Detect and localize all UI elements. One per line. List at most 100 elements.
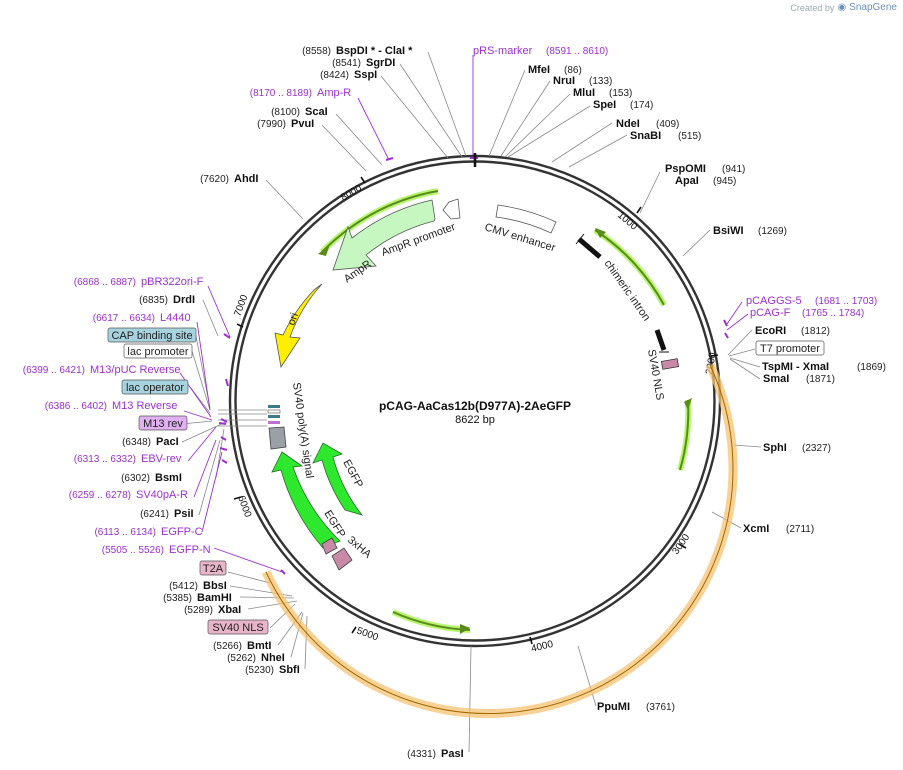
svg-text:(4331): (4331) — [407, 749, 436, 760]
ampr-promoter-arrow — [442, 198, 461, 220]
credit-brand: SnapGene — [849, 2, 897, 13]
svg-text:M13 rev: M13 rev — [143, 418, 183, 430]
svg-text:(6348): (6348) — [122, 437, 151, 448]
site-nrui: NruI (133) — [553, 75, 612, 87]
primer-l4440: (6617 .. 6634) L4440 — [93, 312, 191, 324]
svg-text:MluI: MluI — [573, 87, 595, 99]
svg-text:(5230): (5230) — [245, 665, 274, 676]
primer-amp-r: (8170 .. 8189) Amp-R — [250, 87, 352, 99]
svg-text:DrdI: DrdI — [173, 294, 195, 306]
svg-text:BsmI: BsmI — [155, 472, 182, 484]
svg-text:BmtI: BmtI — [247, 640, 271, 652]
svg-text:SpeI: SpeI — [593, 99, 616, 111]
svg-text:T2A: T2A — [203, 563, 224, 575]
svg-text:BspDI * - ClaI *: BspDI * - ClaI * — [336, 45, 413, 57]
site-bsiwi: BsiWI (1269) — [713, 225, 787, 237]
site-ndei: NdeI (409) — [616, 118, 679, 130]
svg-text:SV40pA-R: SV40pA-R — [136, 489, 188, 501]
site-ppumi: PpuMI (3761) — [597, 701, 675, 713]
svg-text:(8100): (8100) — [271, 107, 300, 118]
site-bamhi: (5385) BamHI — [163, 592, 232, 604]
site-mlui: MluI (153) — [573, 87, 632, 99]
plasmid-length: 8622 bp — [455, 414, 495, 426]
svg-text:CAP binding site: CAP binding site — [111, 330, 192, 342]
site-smai: SmaI (1871) — [763, 373, 835, 385]
site-pspomi: PspOMI (941) — [665, 163, 745, 175]
svg-text:(3761): (3761) — [646, 702, 675, 713]
site-spei: SpeI (174) — [593, 99, 653, 111]
svg-text:(8591 .. 8610): (8591 .. 8610) — [546, 46, 608, 57]
svg-text:(6259 .. 6278): (6259 .. 6278) — [69, 490, 131, 501]
orf-arrowheads — [318, 228, 692, 634]
site-mfei: MfeI (86) — [528, 64, 582, 76]
site-xcmi: XcmI (2711) — [743, 523, 814, 535]
svg-text:M13/pUC Reverse: M13/pUC Reverse — [90, 364, 180, 376]
svg-text:XbaI: XbaI — [218, 604, 241, 616]
svg-text:T7 promoter: T7 promoter — [760, 343, 820, 355]
tick-label: 8000 — [339, 183, 364, 204]
svg-text:NheI: NheI — [261, 652, 285, 664]
svg-text:(5385): (5385) — [163, 593, 192, 604]
hax3-small — [321, 537, 338, 555]
site-sbfi: (5230) SbfI — [245, 664, 300, 676]
svg-text:(153): (153) — [609, 88, 632, 99]
svg-text:(2327): (2327) — [802, 443, 831, 454]
site-pvui: (7990) PvuI — [257, 118, 314, 130]
svg-text:NruI: NruI — [553, 75, 575, 87]
credit: Created by ◉ SnapGene — [790, 2, 897, 13]
site-sphi: SphI (2327) — [763, 442, 831, 454]
boxed-cap-binding-site: CAP binding site — [107, 327, 197, 343]
snapgene-logo-icon: ◉ — [837, 2, 847, 13]
svg-text:Amp-R: Amp-R — [317, 87, 351, 99]
svg-text:(6386 .. 6402): (6386 .. 6402) — [45, 401, 107, 412]
svg-text:pBR322ori-F: pBR322ori-F — [141, 276, 204, 288]
site-sgrdi: (8541) SgrDI — [332, 57, 395, 69]
svg-text:(6302): (6302) — [121, 473, 150, 484]
svg-text:(6399 .. 6421): (6399 .. 6421) — [23, 365, 85, 376]
site-sspi: (8424) SspI — [320, 69, 377, 81]
svg-text:SphI: SphI — [763, 442, 787, 454]
svg-text:lac operator: lac operator — [126, 382, 184, 394]
svg-text:(8558): (8558) — [302, 46, 331, 57]
svg-text:PsiI: PsiI — [174, 508, 194, 520]
site-drdi: (6835) DrdI — [139, 294, 195, 306]
hax3-arrow — [331, 547, 353, 571]
site-ecori: EcoRI (1812) — [755, 325, 830, 337]
svg-text:(133): (133) — [589, 76, 612, 87]
tick-label: 5000 — [355, 625, 380, 643]
svg-text:pCAGGS-5: pCAGGS-5 — [746, 295, 802, 307]
credit-prefix: Created by — [790, 2, 835, 13]
svg-text:BbsI: BbsI — [203, 580, 227, 592]
plasmid-name: pCAG-AaCas12b(D977A)-2AeGFP — [379, 399, 571, 413]
svg-text:(5505 .. 5526): (5505 .. 5526) — [102, 545, 164, 556]
svg-text:(86): (86) — [564, 65, 582, 76]
site-apai: ApaI (945) — [675, 175, 736, 187]
svg-text:(5289): (5289) — [184, 605, 213, 616]
svg-text:SbfI: SbfI — [279, 664, 300, 676]
svg-text:PvuI: PvuI — [291, 118, 314, 130]
ori-arrow — [274, 283, 323, 369]
svg-text:ApaI: ApaI — [675, 175, 699, 187]
svg-text:(941): (941) — [722, 164, 745, 175]
primer-pbr322ori-f: (6868 .. 6887) pBR322ori-F — [74, 276, 204, 288]
primer-lines — [179, 55, 749, 573]
site-paci: (6348) PacI — [122, 436, 179, 448]
svg-text:(5266): (5266) — [213, 641, 242, 652]
site-bmti: (5266) BmtI — [213, 640, 271, 652]
boxed-lac-promoter: lac promoter — [123, 343, 193, 359]
svg-text:SnaBI: SnaBI — [630, 130, 661, 142]
ori-label: ori — [286, 311, 301, 327]
boxed-t7-promoter: T7 promoter — [755, 340, 825, 356]
primer-pcag-f: pCAG-F (1765 .. 1784) — [750, 307, 864, 319]
svg-text:XcmI: XcmI — [743, 523, 769, 535]
svg-text:(8170 .. 8189): (8170 .. 8189) — [250, 88, 312, 99]
primer-pcaggs-5: pCAGGS-5 (1681 .. 1703) — [746, 295, 877, 307]
svg-text:BamHI: BamHI — [197, 592, 232, 604]
leader-lines — [181, 51, 762, 753]
site-xbai: (5289) XbaI — [184, 604, 241, 616]
svg-text:(5262): (5262) — [227, 653, 256, 664]
tick-label: 4000 — [530, 639, 555, 655]
svg-text:(6617 .. 6634): (6617 .. 6634) — [93, 313, 155, 324]
site-tspmi-xmai: TspMI - XmaI (1869) — [762, 361, 886, 373]
svg-text:PpuMI: PpuMI — [597, 701, 630, 713]
